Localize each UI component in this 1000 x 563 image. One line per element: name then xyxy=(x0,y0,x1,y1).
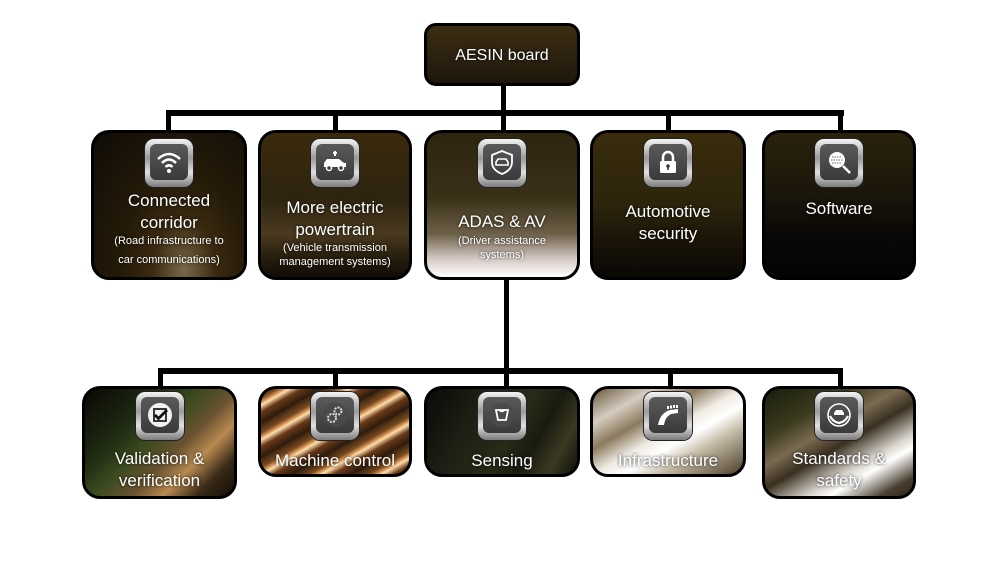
connector-tier2-2 xyxy=(333,368,338,389)
connector-tier2-bus xyxy=(158,368,843,374)
node-machine-control[interactable]: Machine control xyxy=(258,386,412,477)
electric-car-icon xyxy=(311,139,359,187)
wifi-icon xyxy=(145,139,193,187)
node-title-line: ADAS & AV xyxy=(458,212,546,231)
node-subtitle-line: (Driver assistance xyxy=(457,235,547,247)
node-infrastructure[interactable]: Infrastructure xyxy=(590,386,746,477)
connector-root-down xyxy=(501,84,506,114)
connector-adas-down xyxy=(504,278,509,373)
node-title-line: Sensing xyxy=(471,451,533,470)
node-adas-av[interactable]: ADAS & AV (Driver assistance systems) xyxy=(424,130,580,280)
connector-tier2-1 xyxy=(158,368,163,389)
node-title-line: safety xyxy=(816,471,862,490)
connector-tier2-4 xyxy=(668,368,673,389)
node-connected-corridor[interactable]: Connected corridor (Road infrastructure … xyxy=(91,130,247,280)
node-automotive-security[interactable]: Automotive security xyxy=(590,130,746,280)
connector-tier2-5 xyxy=(838,368,843,389)
checkbox-icon xyxy=(135,392,184,440)
node-software[interactable]: Software xyxy=(762,130,916,280)
node-subtitle-line: systems) xyxy=(480,249,524,261)
node-subtitle-line: (Road infrastructure to xyxy=(114,235,224,247)
node-title-line: Connected xyxy=(127,191,211,210)
connector-tier2-3 xyxy=(504,368,509,389)
connector-tier1-1 xyxy=(166,110,171,132)
road-icon xyxy=(644,392,692,440)
code-search-icon xyxy=(815,139,863,187)
node-title-line: Machine control xyxy=(274,451,395,470)
node-subtitle-line: (Vehicle transmission xyxy=(283,242,387,254)
node-title-line: Infrastructure xyxy=(617,451,719,470)
node-subtitle-line: management systems) xyxy=(279,256,391,268)
node-title-line: Automotive xyxy=(625,202,711,221)
connector-tier1-4 xyxy=(666,110,671,132)
sensor-icon xyxy=(478,392,526,440)
node-title-line: Software xyxy=(805,199,873,218)
node-validation-verification[interactable]: Validation & verification xyxy=(82,386,237,499)
node-aesin-board[interactable]: AESIN board xyxy=(424,23,580,86)
node-title-line: powertrain xyxy=(295,220,375,239)
node-title-line: Standards & xyxy=(792,449,886,468)
node-title: AESIN board xyxy=(455,47,549,64)
node-title-line: security xyxy=(638,224,698,243)
connector-tier1-5 xyxy=(838,110,843,132)
node-title-line: More electric xyxy=(286,198,384,217)
connector-tier1-3 xyxy=(501,110,506,132)
connector-tier1-2 xyxy=(333,110,338,132)
node-title-line: Validation & xyxy=(114,449,205,468)
node-subtitle-line: car communications) xyxy=(118,254,220,266)
node-title-line: verification xyxy=(118,471,201,490)
node-standards-safety[interactable]: Standards & safety xyxy=(762,386,916,499)
node-more-electric-powertrain[interactable]: More electric powertrain (Vehicle transm… xyxy=(258,130,412,280)
padlock-icon xyxy=(644,139,692,187)
hands-car-icon xyxy=(815,392,863,440)
car-shield-icon xyxy=(478,139,526,187)
node-sensing[interactable]: Sensing xyxy=(424,386,580,477)
node-title-line: corridor xyxy=(140,213,198,232)
gears-icon xyxy=(311,392,359,440)
